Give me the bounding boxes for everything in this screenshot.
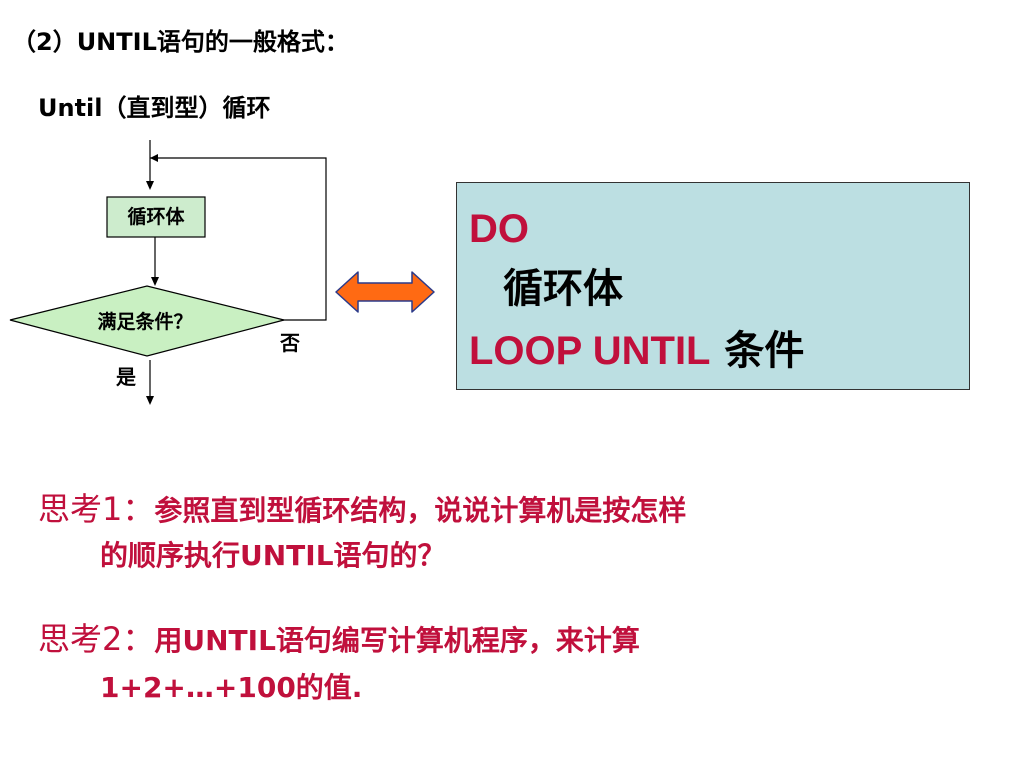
- condition-diamond: [9, 285, 285, 357]
- slide-heading: （2）UNTIL语句的一般格式：: [12, 28, 349, 56]
- equivalence-double-arrow: [335, 271, 435, 313]
- code-condition: 条件: [710, 328, 805, 374]
- loop-back-line: [150, 157, 327, 321]
- code-loop-until-line: LOOP UNTIL 条件: [469, 331, 804, 371]
- condition-label: 满足条件？: [97, 310, 192, 333]
- until-syntax-box: DO 循环体 LOOP UNTIL 条件: [456, 182, 970, 390]
- question-1: 思考1：参照直到型循环结构，说说计算机是按怎样: [38, 484, 686, 530]
- question-1-continuation: 的顺序执行UNTIL语句的？: [100, 539, 446, 572]
- no-branch-label: 否: [279, 331, 300, 355]
- loop-body-label: 循环体: [127, 205, 185, 228]
- loop-back-arrowhead: [150, 154, 158, 162]
- exit-arrowhead: [146, 396, 154, 405]
- yes-branch-label: 是: [115, 365, 136, 389]
- question-2-label: 思考2：: [38, 620, 155, 658]
- question-2-text: 用UNTIL语句编写计算机程序，来计算: [154, 624, 640, 657]
- code-do-keyword: DO: [469, 207, 529, 251]
- entry-arrowhead: [146, 181, 154, 190]
- loop-body-box: [106, 196, 206, 238]
- question-2: 思考2：用UNTIL语句编写计算机程序，来计算: [38, 614, 640, 660]
- slide-subheading: Until（直到型）循环: [38, 94, 271, 122]
- question-1-label: 思考1：: [38, 490, 155, 528]
- code-loop-body: 循环体: [503, 266, 623, 312]
- question-1-text: 参照直到型循环结构，说说计算机是按怎样: [154, 494, 687, 527]
- code-loop-until-keyword: LOOP UNTIL: [469, 329, 711, 373]
- condition-arrowhead: [151, 277, 159, 286]
- question-2-continuation: 1+2+…+100的值.: [100, 671, 363, 704]
